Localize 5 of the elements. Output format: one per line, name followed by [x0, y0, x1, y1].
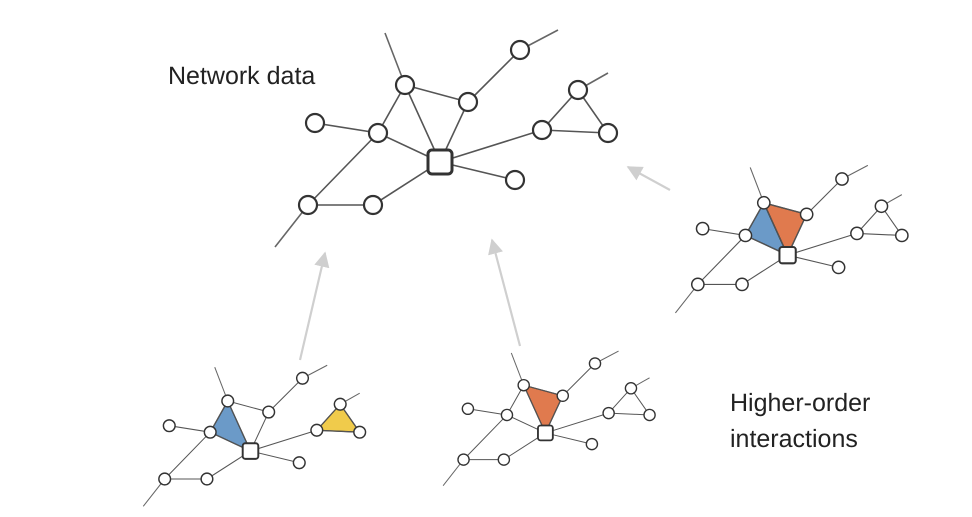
caption-text: Higher-order interactions [730, 388, 872, 455]
arrow [298, 252, 330, 360]
arrow [626, 166, 671, 191]
arrow [488, 238, 522, 346]
network-caption: Network data [168, 62, 316, 91]
